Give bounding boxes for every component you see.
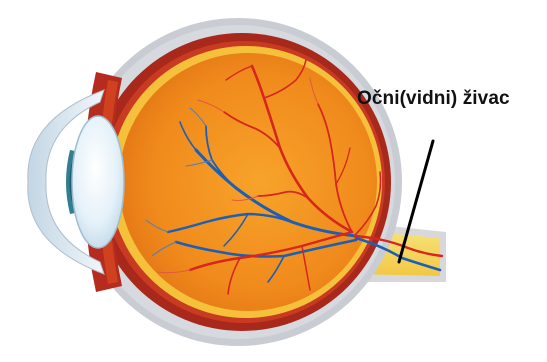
optic-nerve-label: Očni(vidni) živac <box>357 88 510 110</box>
lens <box>72 116 124 248</box>
